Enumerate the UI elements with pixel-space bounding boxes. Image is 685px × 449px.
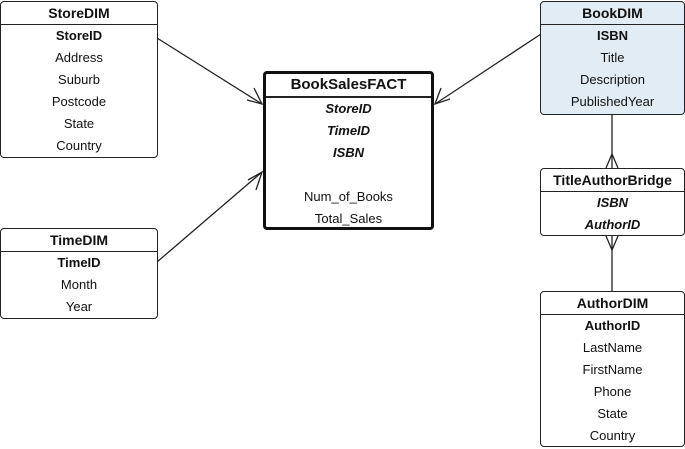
fact-measure-total-sales: Total_Sales bbox=[314, 211, 383, 226]
store-fact-line bbox=[156, 37, 263, 105]
author-dim-attr-country: Country bbox=[589, 428, 636, 443]
book-dim-title: BookDIM bbox=[541, 2, 684, 25]
fact-key-timeid: TimeID bbox=[326, 123, 371, 138]
store-dim-attr-address: Address bbox=[55, 50, 103, 65]
time-dim-attr-timeid: TimeID bbox=[57, 255, 101, 270]
book-dim-attr-description: Description bbox=[579, 72, 646, 87]
store-dim-attr-suburb: Suburb bbox=[58, 72, 100, 87]
store-fact-crowfoot bbox=[246, 87, 264, 105]
time-dim-title: TimeDIM bbox=[1, 229, 157, 252]
store-dim-attr-state: State bbox=[63, 116, 95, 131]
store-dim-attr-storeid: StoreID bbox=[55, 28, 103, 43]
fact-title: BookSalesFACT bbox=[266, 74, 431, 98]
author-dim-attr-lastname: LastName bbox=[582, 340, 643, 355]
bridge-attr-isbn: ISBN bbox=[596, 195, 629, 210]
fact-measure-num-of-books: Num_of_Books bbox=[304, 189, 393, 204]
author-dim-table[interactable]: AuthorDIM AuthorID LastName FirstName Ph… bbox=[540, 291, 685, 447]
bridge-attr-authorid: AuthorID bbox=[584, 217, 641, 232]
author-dim-attr-phone: Phone bbox=[593, 384, 632, 399]
author-dim-attr-authorid: AuthorID bbox=[584, 318, 641, 333]
store-dim-attr-postcode: Postcode bbox=[51, 94, 107, 109]
store-dim-attr-country: Country bbox=[56, 138, 102, 153]
book-dim-attr-isbn: ISBN bbox=[596, 28, 629, 43]
book-fact-crowfoot bbox=[433, 87, 451, 106]
book-sales-fact-table[interactable]: BookSalesFACT StoreID TimeID ISBN Num_of… bbox=[263, 71, 434, 230]
fact-spacer bbox=[266, 164, 431, 186]
book-dim-table[interactable]: BookDIM ISBN Title Description Published… bbox=[540, 1, 685, 115]
author-bridge-crowfoot bbox=[605, 235, 619, 252]
time-fact-crowfoot bbox=[247, 170, 264, 191]
title-author-bridge-table[interactable]: TitleAuthorBridge ISBN AuthorID bbox=[540, 168, 685, 236]
store-dim-table[interactable]: StoreDIM StoreID Address Suburb Postcode… bbox=[0, 1, 158, 158]
author-dim-attr-firstname: FirstName bbox=[582, 362, 643, 377]
book-dim-attr-publishedyear: PublishedYear bbox=[570, 94, 655, 109]
book-bridge-crowfoot bbox=[605, 152, 619, 169]
time-fact-line bbox=[156, 171, 263, 263]
author-dim-attr-state: State bbox=[597, 406, 628, 421]
book-dim-attr-title: Title bbox=[600, 50, 625, 65]
fact-key-isbn: ISBN bbox=[332, 145, 365, 160]
fact-key-storeid: StoreID bbox=[325, 101, 372, 116]
time-dim-table[interactable]: TimeDIM TimeID Month Year bbox=[0, 228, 158, 319]
bridge-title: TitleAuthorBridge bbox=[541, 169, 684, 192]
time-dim-attr-month: Month bbox=[60, 277, 98, 292]
store-dim-title: StoreDIM bbox=[1, 2, 157, 25]
book-fact-line bbox=[434, 33, 542, 105]
time-dim-attr-year: Year bbox=[65, 299, 93, 314]
author-dim-title: AuthorDIM bbox=[541, 292, 684, 315]
